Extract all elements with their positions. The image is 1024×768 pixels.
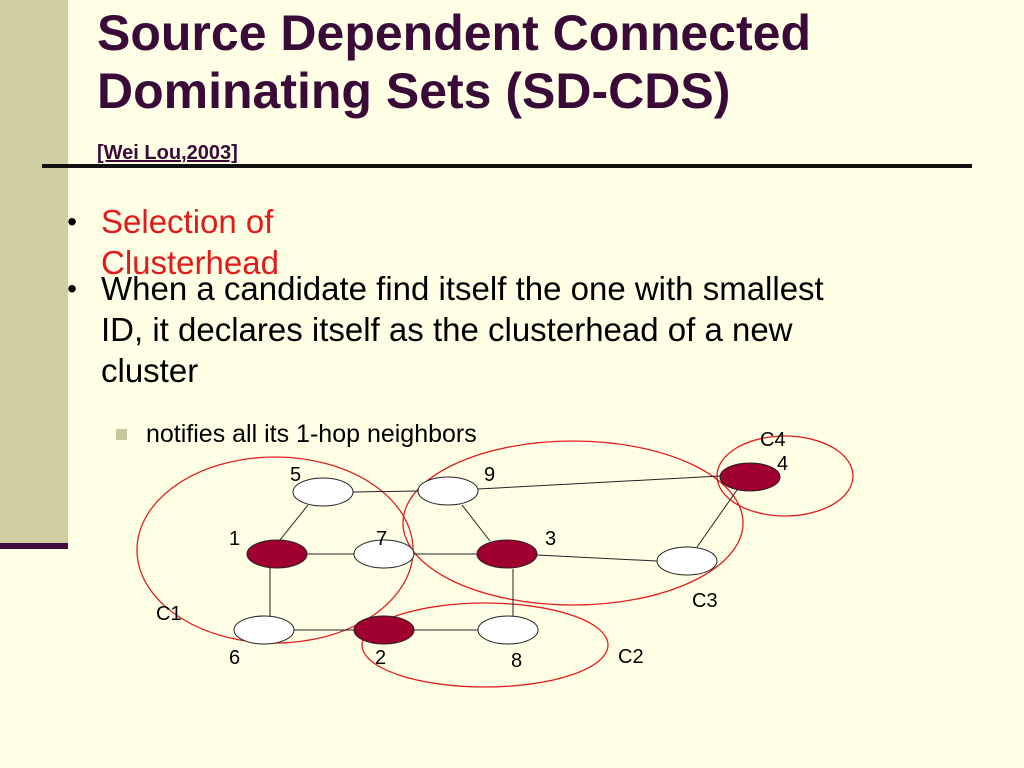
- side-accent-bar: [0, 543, 68, 549]
- bullet-1-text: Selection of Clusterhead: [101, 203, 279, 281]
- node-3: [476, 539, 538, 569]
- label-node-4: 4: [777, 453, 788, 475]
- node-2: [353, 615, 415, 645]
- edge-5-9: [352, 490, 419, 493]
- title-line-1: Source Dependent Connected: [97, 5, 811, 61]
- label-cluster-c4: C4: [760, 429, 786, 451]
- label-node-6: 6: [229, 647, 240, 669]
- node-labels: 5 9 4 1 7 3 6 2 8: [229, 453, 788, 672]
- bullet-dot-icon: •: [67, 206, 77, 237]
- edge-c3node-4: [696, 489, 738, 548]
- slide-title: Source Dependent Connected Dominating Se…: [97, 4, 811, 120]
- label-cluster-c1: C1: [156, 603, 182, 625]
- sub-bullet-text: notifies all its 1-hop neighbors: [146, 420, 477, 448]
- bullet-2-text: When a candidate find itself the one wit…: [101, 270, 824, 389]
- side-band: [0, 0, 68, 543]
- node-9: [417, 476, 479, 506]
- node-8: [477, 615, 539, 645]
- label-node-5: 5: [290, 464, 301, 486]
- title-line-2: Dominating Sets (SD-CDS): [97, 63, 731, 119]
- edge-3-c3node: [536, 554, 658, 562]
- square-bullet-icon: [116, 429, 127, 440]
- label-node-9: 9: [484, 464, 495, 486]
- label-node-8: 8: [511, 650, 522, 672]
- label-node-3: 3: [545, 528, 556, 550]
- cluster-labels: C1 C2 C3 C4: [156, 429, 786, 668]
- graph-edges: [269, 475, 738, 631]
- graph-nodes: [233, 462, 781, 645]
- citation: [Wei Lou,2003]: [97, 142, 238, 164]
- label-node-7: 7: [376, 528, 387, 550]
- label-node-1: 1: [229, 528, 240, 550]
- edge-5-1: [279, 504, 309, 541]
- label-cluster-c3: C3: [692, 590, 718, 612]
- node-c3: [656, 546, 718, 576]
- node-4: [719, 462, 781, 492]
- node-1: [246, 539, 308, 569]
- label-node-2: 2: [375, 647, 386, 669]
- node-7: [353, 539, 415, 569]
- node-6: [233, 615, 295, 645]
- cluster-c3-outline: [402, 440, 744, 606]
- node-5: [292, 477, 354, 507]
- label-cluster-c2: C2: [618, 646, 644, 668]
- bullet-dot-icon: •: [67, 273, 77, 304]
- edge-9-4: [477, 475, 721, 490]
- title-rule: [42, 164, 972, 168]
- edge-9-3: [461, 504, 491, 542]
- cluster-c2-outline: [361, 602, 609, 688]
